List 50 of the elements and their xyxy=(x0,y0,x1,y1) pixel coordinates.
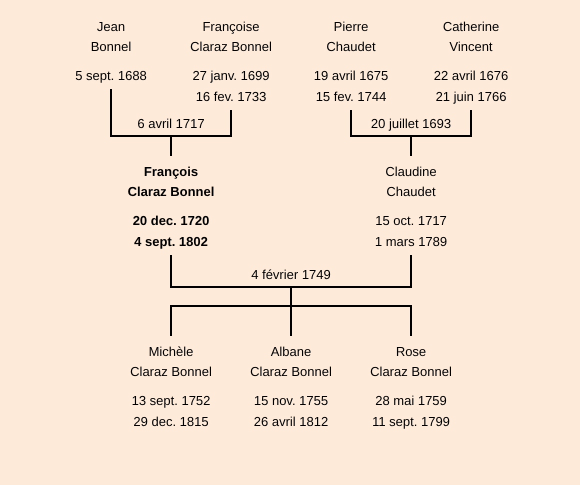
marriage-bracket xyxy=(350,113,472,137)
marriage-bracket xyxy=(170,262,412,288)
connector-line xyxy=(410,255,412,262)
person-name: Vincent xyxy=(449,38,493,56)
person-name: Claraz Bonnel xyxy=(130,363,212,381)
connector-line xyxy=(410,137,412,156)
person-name: Jean xyxy=(96,18,126,36)
person-name: Chaudet xyxy=(326,38,376,56)
marriage-date: 20 juillet 1693 xyxy=(370,115,452,133)
marriage-date: 4 février 1749 xyxy=(251,266,331,284)
person-name: Pierre xyxy=(334,18,368,36)
person-name: Claudine xyxy=(385,163,437,181)
connector-line xyxy=(110,89,112,113)
person-name: Michèle xyxy=(148,343,194,361)
person-name: Claraz Bonnel xyxy=(370,363,452,381)
connector-line xyxy=(290,288,412,336)
person-name: Bonnel xyxy=(90,38,132,56)
life-date: 19 avril 1675 xyxy=(314,67,388,85)
person-name: Albane xyxy=(270,343,312,361)
life-date: 11 sept. 1799 xyxy=(372,413,450,431)
life-date: 20 dec. 1720 xyxy=(132,212,210,230)
life-date: 15 nov. 1755 xyxy=(254,392,328,410)
connector-line xyxy=(350,110,352,113)
person-name: Claraz Bonnel xyxy=(250,363,332,381)
life-date: 21 juin 1766 xyxy=(436,88,506,106)
life-date: 13 sept. 1752 xyxy=(132,392,210,410)
person-name: Claraz Bonnel xyxy=(128,183,214,201)
connector-line xyxy=(170,137,172,156)
life-date: 22 avril 1676 xyxy=(434,67,508,85)
life-date: 16 fev. 1733 xyxy=(196,88,266,106)
marriage-bracket xyxy=(110,113,232,137)
person-name: Françoise xyxy=(202,18,260,36)
connector-line xyxy=(470,110,472,113)
person-name: Rose xyxy=(396,343,426,361)
life-date: 1 mars 1789 xyxy=(374,233,448,251)
life-date: 5 sept. 1688 xyxy=(75,67,147,85)
life-date: 29 dec. 1815 xyxy=(133,413,209,431)
person-name: Claraz Bonnel xyxy=(190,38,272,56)
life-date: 15 fev. 1744 xyxy=(316,88,386,106)
marriage-date: 6 avril 1717 xyxy=(137,115,205,133)
connector-line xyxy=(230,110,232,113)
life-date: 15 oct. 1717 xyxy=(375,212,447,230)
person-name: François xyxy=(144,163,198,181)
person-name: Chaudet xyxy=(386,183,436,201)
life-date: 26 avril 1812 xyxy=(254,413,328,431)
life-date: 28 mai 1759 xyxy=(375,392,447,410)
life-date: 4 sept. 1802 xyxy=(134,233,208,251)
life-date: 27 janv. 1699 xyxy=(192,67,270,85)
connector-line xyxy=(170,255,172,262)
person-name: Catherine xyxy=(442,18,500,36)
